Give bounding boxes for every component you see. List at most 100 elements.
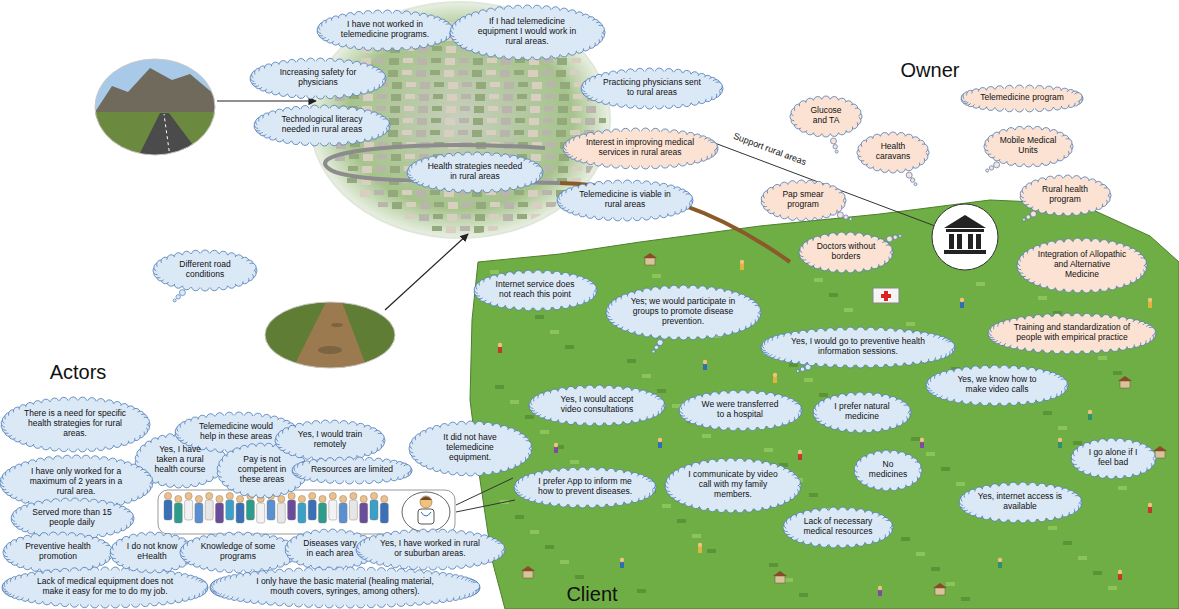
thought-dot [1030, 211, 1036, 217]
building [347, 178, 357, 183]
staff-body [195, 503, 203, 523]
building [518, 202, 528, 207]
building [446, 106, 456, 113]
building [405, 94, 415, 99]
building [445, 58, 455, 65]
cloud-body [560, 183, 690, 218]
building [474, 226, 484, 233]
villager [698, 543, 702, 553]
dirt-road-curve [560, 183, 790, 262]
villager [998, 558, 1002, 568]
house [643, 253, 657, 265]
villager [798, 450, 802, 460]
building [514, 190, 524, 195]
cloud-body [532, 388, 662, 423]
villager-body [920, 442, 924, 448]
building [488, 106, 498, 111]
vegetation [265, 302, 395, 368]
building [542, 130, 552, 135]
thought-dot [835, 150, 838, 153]
house-wall [775, 576, 785, 583]
building [557, 58, 567, 65]
villager-body [658, 442, 662, 448]
building [349, 154, 359, 159]
thought-dot [800, 367, 804, 371]
thought-dot [906, 172, 912, 178]
house-wall [1120, 381, 1130, 388]
building [363, 94, 373, 101]
crop-patch [1113, 371, 1122, 375]
building [362, 166, 372, 173]
program-bubble: Glucose and TA [792, 98, 860, 135]
staff-member [298, 495, 306, 523]
building [500, 70, 510, 77]
building [430, 190, 440, 195]
building [378, 202, 388, 207]
building [446, 226, 456, 233]
crop-patch [570, 460, 579, 464]
houses [521, 253, 1167, 595]
house-roof [521, 566, 535, 571]
building [417, 58, 427, 65]
villager-head [878, 586, 882, 590]
doctor-head [420, 496, 432, 508]
crop-patch [769, 563, 778, 567]
building [517, 94, 527, 99]
villager [554, 443, 558, 453]
crop-patch [1098, 356, 1107, 360]
thought-bubble: We were transferred to a hospital [681, 392, 800, 429]
road-marking [164, 114, 170, 157]
building [532, 202, 542, 209]
bubble-text: Doctors without borders [815, 242, 877, 262]
thought-bubble: Lack of necessary medical resources [785, 509, 891, 546]
cloud-body [802, 235, 890, 270]
building [570, 130, 580, 135]
staff-body [329, 500, 337, 520]
crop-patch [956, 482, 965, 486]
building [391, 94, 401, 101]
building [419, 214, 429, 221]
thought-bubble: I prefer App to inform me how to prevent… [516, 469, 654, 506]
building [542, 190, 552, 195]
crop-patch [844, 308, 853, 312]
bubble-text: Yes, I would go to preventive health inf… [788, 337, 928, 357]
cloud-body [1020, 241, 1144, 290]
building [430, 130, 440, 135]
staff-member [216, 495, 224, 523]
crop-patch [1093, 571, 1102, 575]
building [472, 70, 482, 77]
thought-bubble: Technological literacy needed in rural a… [256, 107, 388, 144]
staff-head [195, 495, 202, 502]
program-bubble: Doctors without borders [801, 234, 891, 271]
building [504, 82, 514, 89]
building [445, 118, 455, 125]
bubble-text: I prefer natural medicine [830, 402, 895, 422]
building [448, 202, 458, 209]
crop-patch [642, 374, 651, 378]
program-bubble: Pap smear program [763, 182, 844, 219]
building [528, 190, 538, 197]
bubble-text: Integration of Allopathic and Alternativ… [1037, 250, 1127, 279]
bubble-text: We were transferred to a hospital [698, 400, 783, 420]
staff-member [339, 495, 347, 523]
thought-dot [893, 235, 897, 239]
cloud-body [609, 288, 758, 337]
staff-body [185, 500, 193, 520]
building [460, 106, 470, 111]
crop-patch [764, 448, 773, 452]
building [404, 106, 414, 111]
staff-body [380, 503, 388, 523]
bubble-text: Practicing physicians sent to rural area… [602, 78, 702, 98]
bubble-text: Increasing safety for physicians [271, 68, 366, 88]
staff-head [226, 492, 233, 499]
crop-patch [799, 593, 808, 597]
bubble-text: I prefer App to inform me how to prevent… [535, 477, 635, 497]
building [377, 94, 387, 99]
leader-line [456, 478, 513, 505]
crop-patch [1118, 486, 1127, 490]
building [431, 118, 441, 123]
house-roof [1118, 376, 1132, 381]
building [392, 202, 402, 209]
building [501, 58, 511, 65]
cloud-body [4, 400, 147, 449]
